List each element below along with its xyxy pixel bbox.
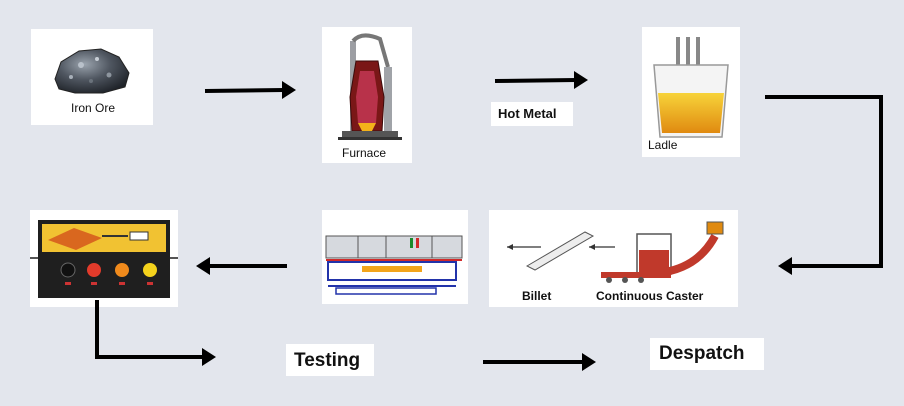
arrow-ladle-to-caster — [765, 95, 883, 275]
continuous-caster-icon — [507, 221, 724, 283]
control-panel — [30, 210, 178, 307]
blast-furnace-icon — [338, 33, 402, 140]
arrow-ore-to-furnace — [204, 81, 296, 99]
ore-rock-icon — [54, 48, 130, 94]
despatch-label: Despatch — [659, 343, 745, 364]
hot-metal-box: Hot Metal — [491, 102, 573, 126]
ladle-label: Ladle — [648, 138, 678, 152]
iron-ore-label: Iron Ore — [71, 101, 116, 115]
hot-metal-label: Hot Metal — [498, 106, 557, 121]
iron-ore-panel: Iron Ore — [31, 29, 153, 125]
testing-box: Testing — [286, 344, 374, 376]
furnace-panel: Furnace — [322, 27, 412, 163]
furnace-label: Furnace — [342, 146, 387, 160]
arrow-mill-to-panel — [196, 257, 287, 275]
continuous-caster-label: Continuous Caster — [596, 289, 704, 303]
arrow-testing-to-despatch — [483, 353, 596, 371]
continuous-caster-panel: Billet Continuous Caster — [489, 210, 738, 307]
arrow-panel-to-testing — [95, 300, 216, 366]
arrow-hotmetal-to-ladle — [494, 71, 588, 89]
rolling-mill-icon — [325, 235, 463, 295]
control-panel-icon — [30, 220, 178, 298]
billet-label: Billet — [522, 289, 552, 303]
despatch-box: Despatch — [650, 338, 764, 370]
ladle-panel: Ladle — [642, 27, 740, 157]
ladle-icon — [653, 37, 729, 138]
testing-label: Testing — [294, 350, 361, 371]
rolling-mill-panel — [322, 210, 468, 304]
